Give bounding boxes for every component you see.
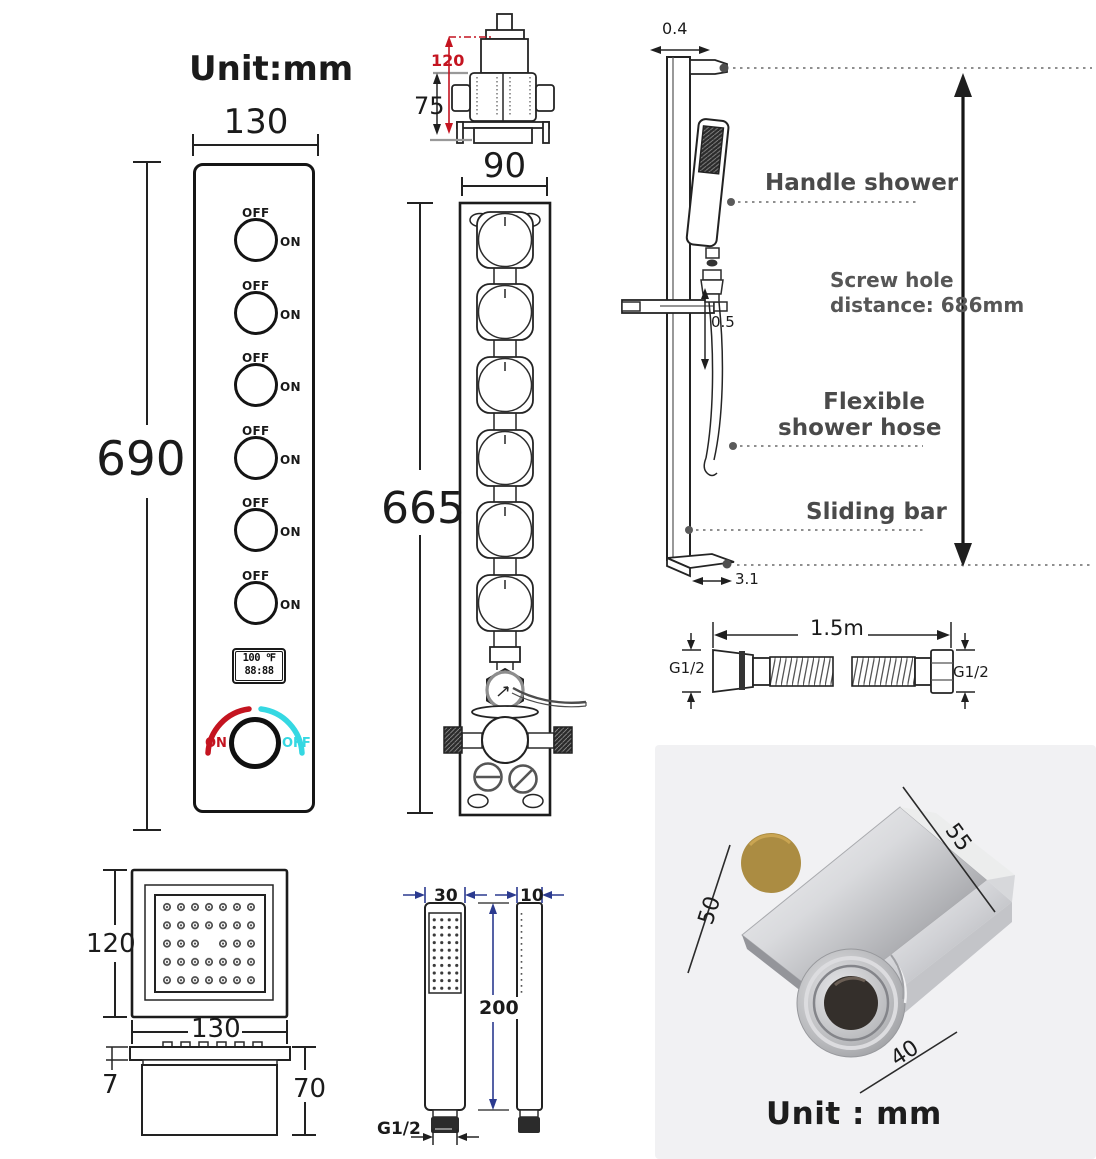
hand-shower-diagram — [403, 887, 564, 1145]
knob-circle — [234, 363, 278, 407]
brass-thread — [741, 833, 801, 893]
knob-on-label: ON — [280, 235, 301, 249]
knob-on-label: ON — [280, 597, 301, 612]
panel-knob-row: OFF ON — [196, 424, 312, 494]
lcd-screen: 100 ℉ 88:88 — [235, 651, 283, 681]
flexible-hose-label: Flexible shower hose — [778, 389, 942, 441]
shower-head-diagram — [103, 868, 316, 1136]
sliding-bar-assembly — [621, 46, 1092, 585]
panel-knob-row: OFF ON — [196, 496, 312, 566]
inlet-fitting-left — [443, 726, 463, 754]
dim-bar-04: 0.4 — [662, 19, 688, 38]
dim-valve-120: 120 — [431, 51, 465, 70]
hose-thread-left: G1/2 — [669, 659, 705, 677]
dim-hand-30: 30 — [434, 886, 458, 906]
knob-on-label: ON — [280, 380, 301, 394]
dim-hand-200: 200 — [477, 997, 521, 1019]
dim-head-7: 7 — [102, 1070, 119, 1100]
plate-knob — [476, 574, 534, 632]
dim-panel-width: 130 — [223, 102, 289, 142]
hand-shower-on-bar — [685, 118, 730, 248]
knob-on-label: ON — [280, 525, 301, 539]
inlet-fitting-right — [553, 726, 573, 754]
dim-bar-31: 3.1 — [735, 570, 759, 588]
lcd-temp-value: 100 ℉ — [242, 652, 276, 664]
dim-plate-665: 665 — [381, 483, 465, 534]
connector-dim-lines — [687, 786, 996, 1094]
dim-head-70: 70 — [293, 1074, 327, 1104]
dim-head-120: 120 — [86, 929, 136, 959]
handle-shower-label: Handle shower — [765, 170, 959, 196]
hand-thread-label: G1/2 — [377, 1119, 421, 1139]
temp-off-label: OFF — [282, 736, 311, 751]
dim-hand-10: 10 — [520, 886, 544, 906]
panel-knob-row: OFF ON — [196, 351, 312, 421]
dim-head-130: 130 — [191, 1014, 241, 1044]
knob-off-label: OFF — [242, 206, 270, 220]
dim-bar-05: 0.5 — [711, 313, 735, 331]
screw-hole-label: Screw hole distance: 686mm — [830, 268, 1024, 318]
knob-on-label: ON — [280, 452, 301, 467]
sliding-bar-label: Sliding bar — [806, 499, 947, 525]
mixing-valve-side-view — [430, 13, 555, 196]
plate-knob — [476, 356, 534, 414]
plate-knob — [476, 501, 534, 559]
knob-circle — [234, 508, 278, 552]
plate-knob — [476, 429, 534, 487]
knob-off-label: OFF — [242, 278, 270, 293]
temperature-knob — [229, 717, 281, 769]
knob-off-label: OFF — [242, 351, 270, 365]
flexible-line1: Flexible — [823, 389, 925, 415]
knob-on-label: ON — [280, 307, 301, 322]
knob-off-label: OFF — [242, 568, 270, 583]
control-panel: OFF ON OFF ON OFF ON OFF ON OFF ON OFF O… — [193, 163, 315, 813]
valve-plate-front-view — [407, 201, 587, 817]
knob-off-label: OFF — [242, 496, 270, 510]
temperature-display: 100 ℉ 88:88 — [232, 648, 286, 684]
knob-circle — [234, 290, 278, 335]
plate-knob — [476, 211, 534, 269]
panel-dimensions — [133, 134, 319, 831]
flexible-line2: shower hose — [778, 415, 942, 441]
dim-valve-75: 75 — [414, 92, 445, 120]
lcd-time-value: 88:88 — [244, 665, 274, 677]
unit-title: Unit:mm — [189, 49, 354, 89]
shower-hose-diagram — [682, 622, 975, 709]
connector-unit-label: Unit : mm — [766, 1096, 942, 1132]
knob-circle — [234, 218, 278, 262]
screw-hole-line2: distance: 686mm — [830, 293, 1025, 317]
hose-thread-right: G1/2 — [953, 663, 989, 681]
knob-circle — [234, 580, 278, 625]
dim-hose-length: 1.5m — [810, 616, 864, 640]
temp-on-label: ON — [205, 736, 227, 751]
wall-connector-render — [687, 786, 1015, 1094]
panel-knob-row: OFF ON — [196, 279, 312, 349]
knob-circle — [234, 435, 278, 480]
temp-knob-arcs — [205, 706, 305, 756]
dim-panel-height: 690 — [96, 432, 186, 487]
plate-knob — [476, 283, 534, 341]
dim-valve-90: 90 — [482, 146, 527, 186]
wall-connector-photo — [655, 745, 1096, 1159]
panel-knob-row: OFF ON — [196, 569, 312, 639]
panel-knob-row: OFF ON — [196, 206, 312, 276]
knob-off-label: OFF — [242, 423, 270, 438]
screw-hole-line1: Screw hole — [830, 268, 954, 292]
